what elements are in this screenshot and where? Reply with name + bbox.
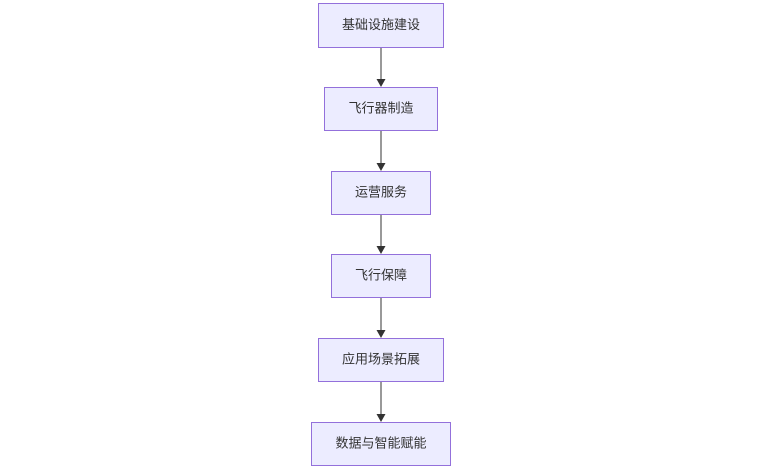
edge-5 <box>376 382 386 422</box>
node-label-flight-support: 飞行保障 <box>355 269 407 284</box>
node-infrastructure: 基础设施建设 <box>318 3 444 48</box>
node-operation-services: 运营服务 <box>331 171 431 215</box>
node-flight-support: 飞行保障 <box>331 254 431 298</box>
node-aircraft-manufacturing: 飞行器制造 <box>324 87 438 131</box>
node-application-expansion: 应用场景拓展 <box>318 338 444 382</box>
node-label-application-expansion: 应用场景拓展 <box>342 352 420 368</box>
node-data-intelligence: 数据与智能赋能 <box>311 422 451 466</box>
edge-4 <box>376 298 386 338</box>
edge-1 <box>376 47 386 87</box>
edge-2 <box>376 131 386 171</box>
edge-3 <box>376 215 386 254</box>
node-label-infrastructure: 基础设施建设 <box>342 18 420 33</box>
node-label-data-intelligence: 数据与智能赋能 <box>335 437 426 452</box>
node-label-operation-services: 运营服务 <box>355 185 407 201</box>
node-label-aircraft-manufacturing: 飞行器制造 <box>348 102 413 117</box>
